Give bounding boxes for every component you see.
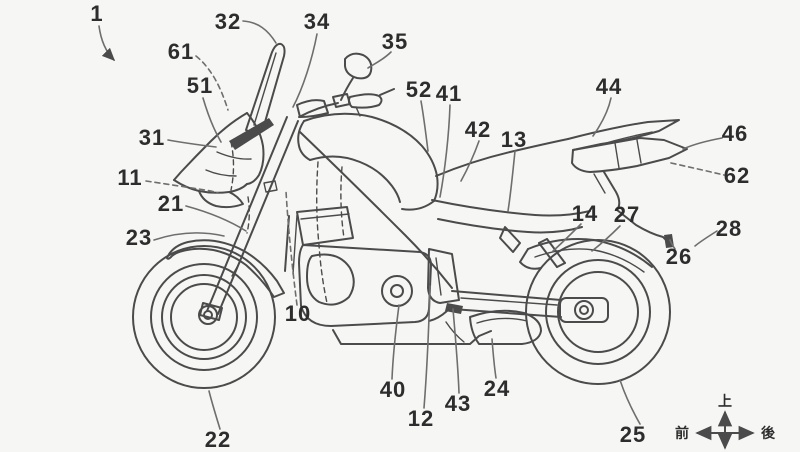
ref-label-21: 21 <box>157 191 185 216</box>
leader-61 <box>195 55 229 111</box>
ref-label-27: 27 <box>613 202 641 227</box>
leader-51 <box>202 97 222 143</box>
leader-12 <box>423 285 431 409</box>
rear-wheel <box>525 239 671 385</box>
ref-label-41: 41 <box>435 81 463 106</box>
leader-22 <box>208 390 221 430</box>
leader-34 <box>292 33 318 108</box>
front-fairing <box>173 112 278 209</box>
leader-41 <box>439 104 451 198</box>
ref-label-51: 51 <box>186 73 214 98</box>
fuel-tank <box>297 112 453 289</box>
front-fender <box>166 239 285 298</box>
leader-28 <box>694 230 718 247</box>
leader-40 <box>391 304 400 380</box>
seat <box>431 138 591 234</box>
rear-fender <box>499 226 653 273</box>
leader-42 <box>460 140 480 182</box>
ref-label-14: 14 <box>571 201 599 226</box>
engine <box>284 206 492 345</box>
leader-44 <box>592 97 612 137</box>
leader-24 <box>491 338 497 379</box>
ref-label-11: 11 <box>117 165 143 190</box>
ref-label-10: 10 <box>284 301 312 326</box>
leader-43 <box>452 308 460 394</box>
orientation-compass: 上 前 後 <box>675 394 776 450</box>
leader-23 <box>153 232 225 241</box>
handlebar <box>296 88 395 118</box>
tail-rack <box>567 119 688 248</box>
leader-lines <box>98 20 725 430</box>
ref-label-12: 12 <box>407 406 435 431</box>
ref-label-25: 25 <box>619 422 647 447</box>
front-fork <box>199 116 299 321</box>
leader-46 <box>682 137 723 150</box>
leader-21 <box>185 205 247 232</box>
ref-label-34: 34 <box>303 9 331 34</box>
leader-26 <box>669 239 676 250</box>
leader-52 <box>420 100 429 152</box>
ref-label-40: 40 <box>379 377 407 402</box>
ref-label-46: 46 <box>721 121 749 146</box>
ref-label-24: 24 <box>483 376 511 401</box>
ref-label-62: 62 <box>723 163 751 188</box>
leader-31 <box>167 139 217 148</box>
rear-view-mirror <box>332 52 373 108</box>
ref-label-44: 44 <box>595 74 623 99</box>
leader-11 <box>145 180 219 194</box>
ref-label-13: 13 <box>500 127 528 152</box>
ref-label-52: 52 <box>405 77 433 102</box>
ref-label-42: 42 <box>464 117 492 142</box>
ref-label-26: 26 <box>665 244 693 269</box>
leader-1 <box>98 25 116 62</box>
compass-up-label: 上 <box>718 394 732 410</box>
ref-label-32: 32 <box>214 9 242 34</box>
ref-label-23: 23 <box>125 225 153 250</box>
ref-label-28: 28 <box>715 216 743 241</box>
ref-label-1: 1 <box>90 1 104 26</box>
ref-label-31: 31 <box>138 125 166 150</box>
ref-label-22: 22 <box>204 427 232 452</box>
leader-10 <box>285 190 298 306</box>
leader-13 <box>507 150 516 212</box>
compass-front-label: 前 <box>675 425 689 442</box>
compass-rear-label: 後 <box>761 425 776 442</box>
leader-27 <box>591 225 621 252</box>
leader-32 <box>242 20 277 44</box>
leader-14 <box>552 223 582 252</box>
exhaust-muffler <box>469 309 542 345</box>
ref-label-35: 35 <box>381 29 409 54</box>
hidden-edges <box>230 141 345 304</box>
leader-25 <box>619 379 641 425</box>
ref-label-61: 61 <box>167 39 195 64</box>
swingarm <box>451 290 562 318</box>
motorcycle-line-drawing <box>132 42 688 389</box>
leader-35 <box>367 51 392 69</box>
ref-label-43: 43 <box>444 391 472 416</box>
leader-62 <box>670 162 725 176</box>
frame-pivot <box>427 248 463 322</box>
